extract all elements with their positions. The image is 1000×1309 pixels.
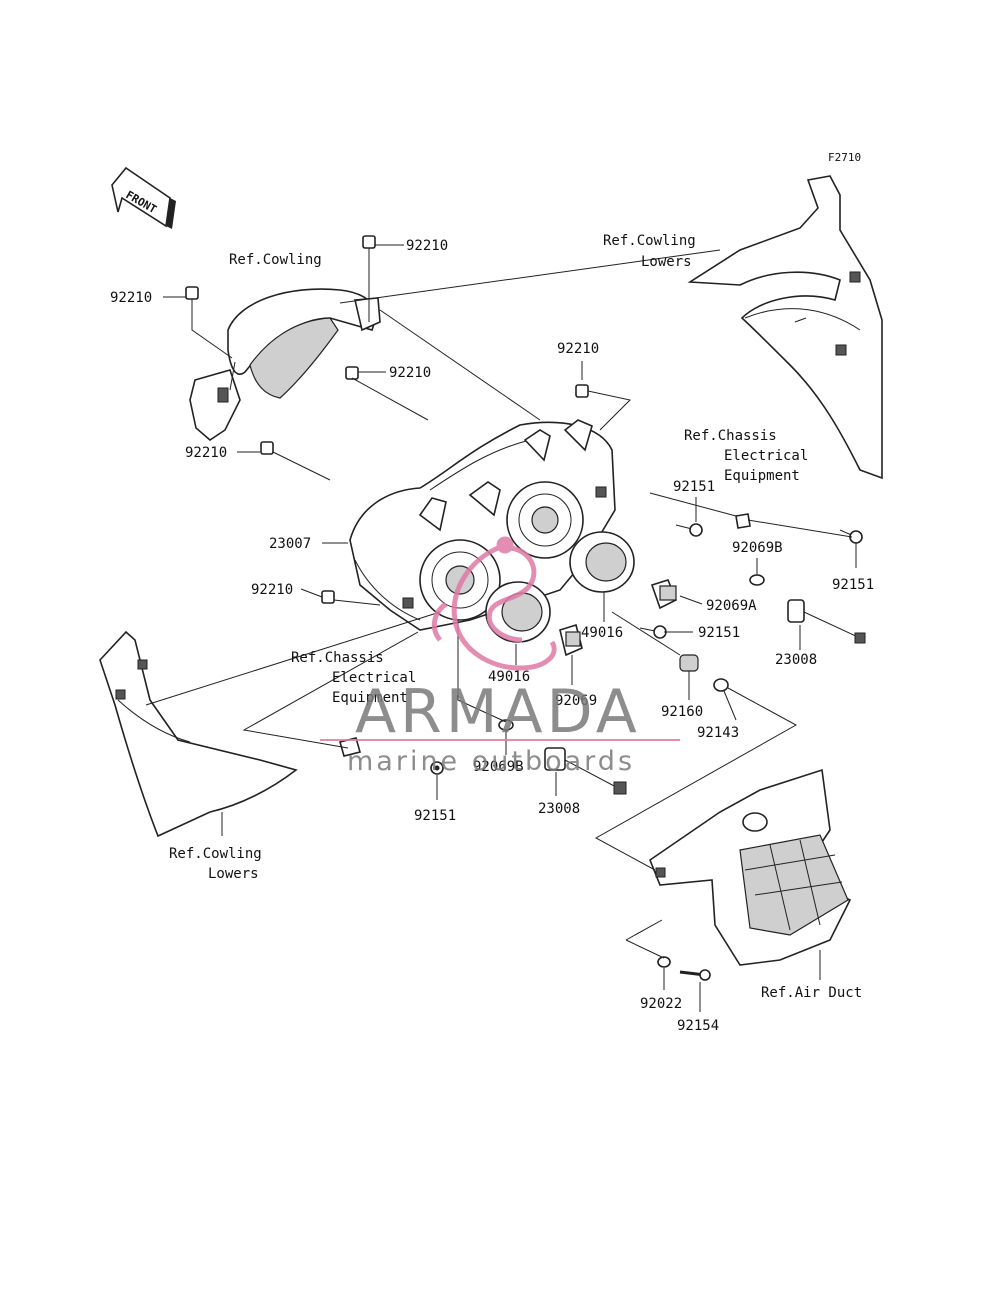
ref-cowling-lowers-bottom-line1: Ref.Cowling [169,846,262,862]
part-number-labels: 92210 92210 92210 92210 92210 92210 2300… [110,238,874,1034]
part-92143: 92143 [697,725,739,741]
part-92210-f: 92210 [251,582,293,598]
part-92069: 92069 [555,693,597,709]
part-49016-a: 49016 [581,625,623,641]
part-92210-e: 92210 [557,341,599,357]
headlight-assembly-drawing [349,419,616,631]
part-92022: 92022 [640,996,682,1012]
cowling-lowers-right-drawing [687,175,883,480]
ref-chassis-left-line1: Ref.Chassis [291,650,384,666]
lamp-cap-drawings [485,531,635,643]
diagram-code: F2710 [828,151,861,164]
ref-cowling-lowers-top-line2: Lowers [641,254,692,270]
part-92210-b: 92210 [110,290,152,306]
part-92069b-a: 92069B [732,540,783,556]
screw-icons [430,523,863,775]
part-92151-d: 92151 [414,808,456,824]
grommet-icons [679,654,729,692]
reference-labels: Ref.Cowling Ref.Cowling Lowers Ref.Chass… [169,233,862,1001]
part-92210-a: 92210 [406,238,448,254]
ref-cowling-lowers-bottom-line2: Lowers [208,866,259,882]
front-arrow-icon: FRONT [111,166,176,229]
ref-cowling-lowers-top-line1: Ref.Cowling [603,233,696,249]
armada-logo-icon [431,536,557,671]
part-23007: 23007 [269,536,311,552]
part-92069a: 92069A [706,598,757,614]
leader-lines [145,244,857,1012]
part-92210-d: 92210 [185,445,227,461]
watermark-tagline: marine outboards [347,746,635,777]
part-92151-a: 92151 [673,479,715,495]
ref-cowling-label: Ref.Cowling [229,252,322,268]
part-92210-c: 92210 [389,365,431,381]
part-92160: 92160 [661,704,703,720]
socket-drawings [544,599,866,795]
watermark-brand: ARMADA [355,677,641,747]
part-92069b-b: 92069B [473,759,524,775]
ref-chassis-right-line2: Electrical [724,448,808,464]
part-92151-c: 92151 [698,625,740,641]
ref-air-duct-label: Ref.Air Duct [761,985,862,1001]
part-92151-b: 92151 [832,577,874,593]
ref-chassis-left-line3: Equipment [332,690,408,706]
bulb-drawings [559,579,678,657]
upper-cowling-drawing [189,288,381,442]
ref-chassis-right-line1: Ref.Chassis [684,428,777,444]
part-92154: 92154 [677,1018,719,1034]
armada-watermark: ARMADA marine outboards [320,536,680,777]
part-49016-b: 49016 [488,669,530,685]
ref-chassis-left-line2: Electrical [332,670,416,686]
part-23008-a: 23008 [775,652,817,668]
ref-chassis-right-line3: Equipment [724,468,800,484]
part-23008-b: 23008 [538,801,580,817]
fastener-icons [657,956,711,981]
cowling-lowers-left-drawing [99,630,298,838]
air-duct-drawing [649,768,852,966]
